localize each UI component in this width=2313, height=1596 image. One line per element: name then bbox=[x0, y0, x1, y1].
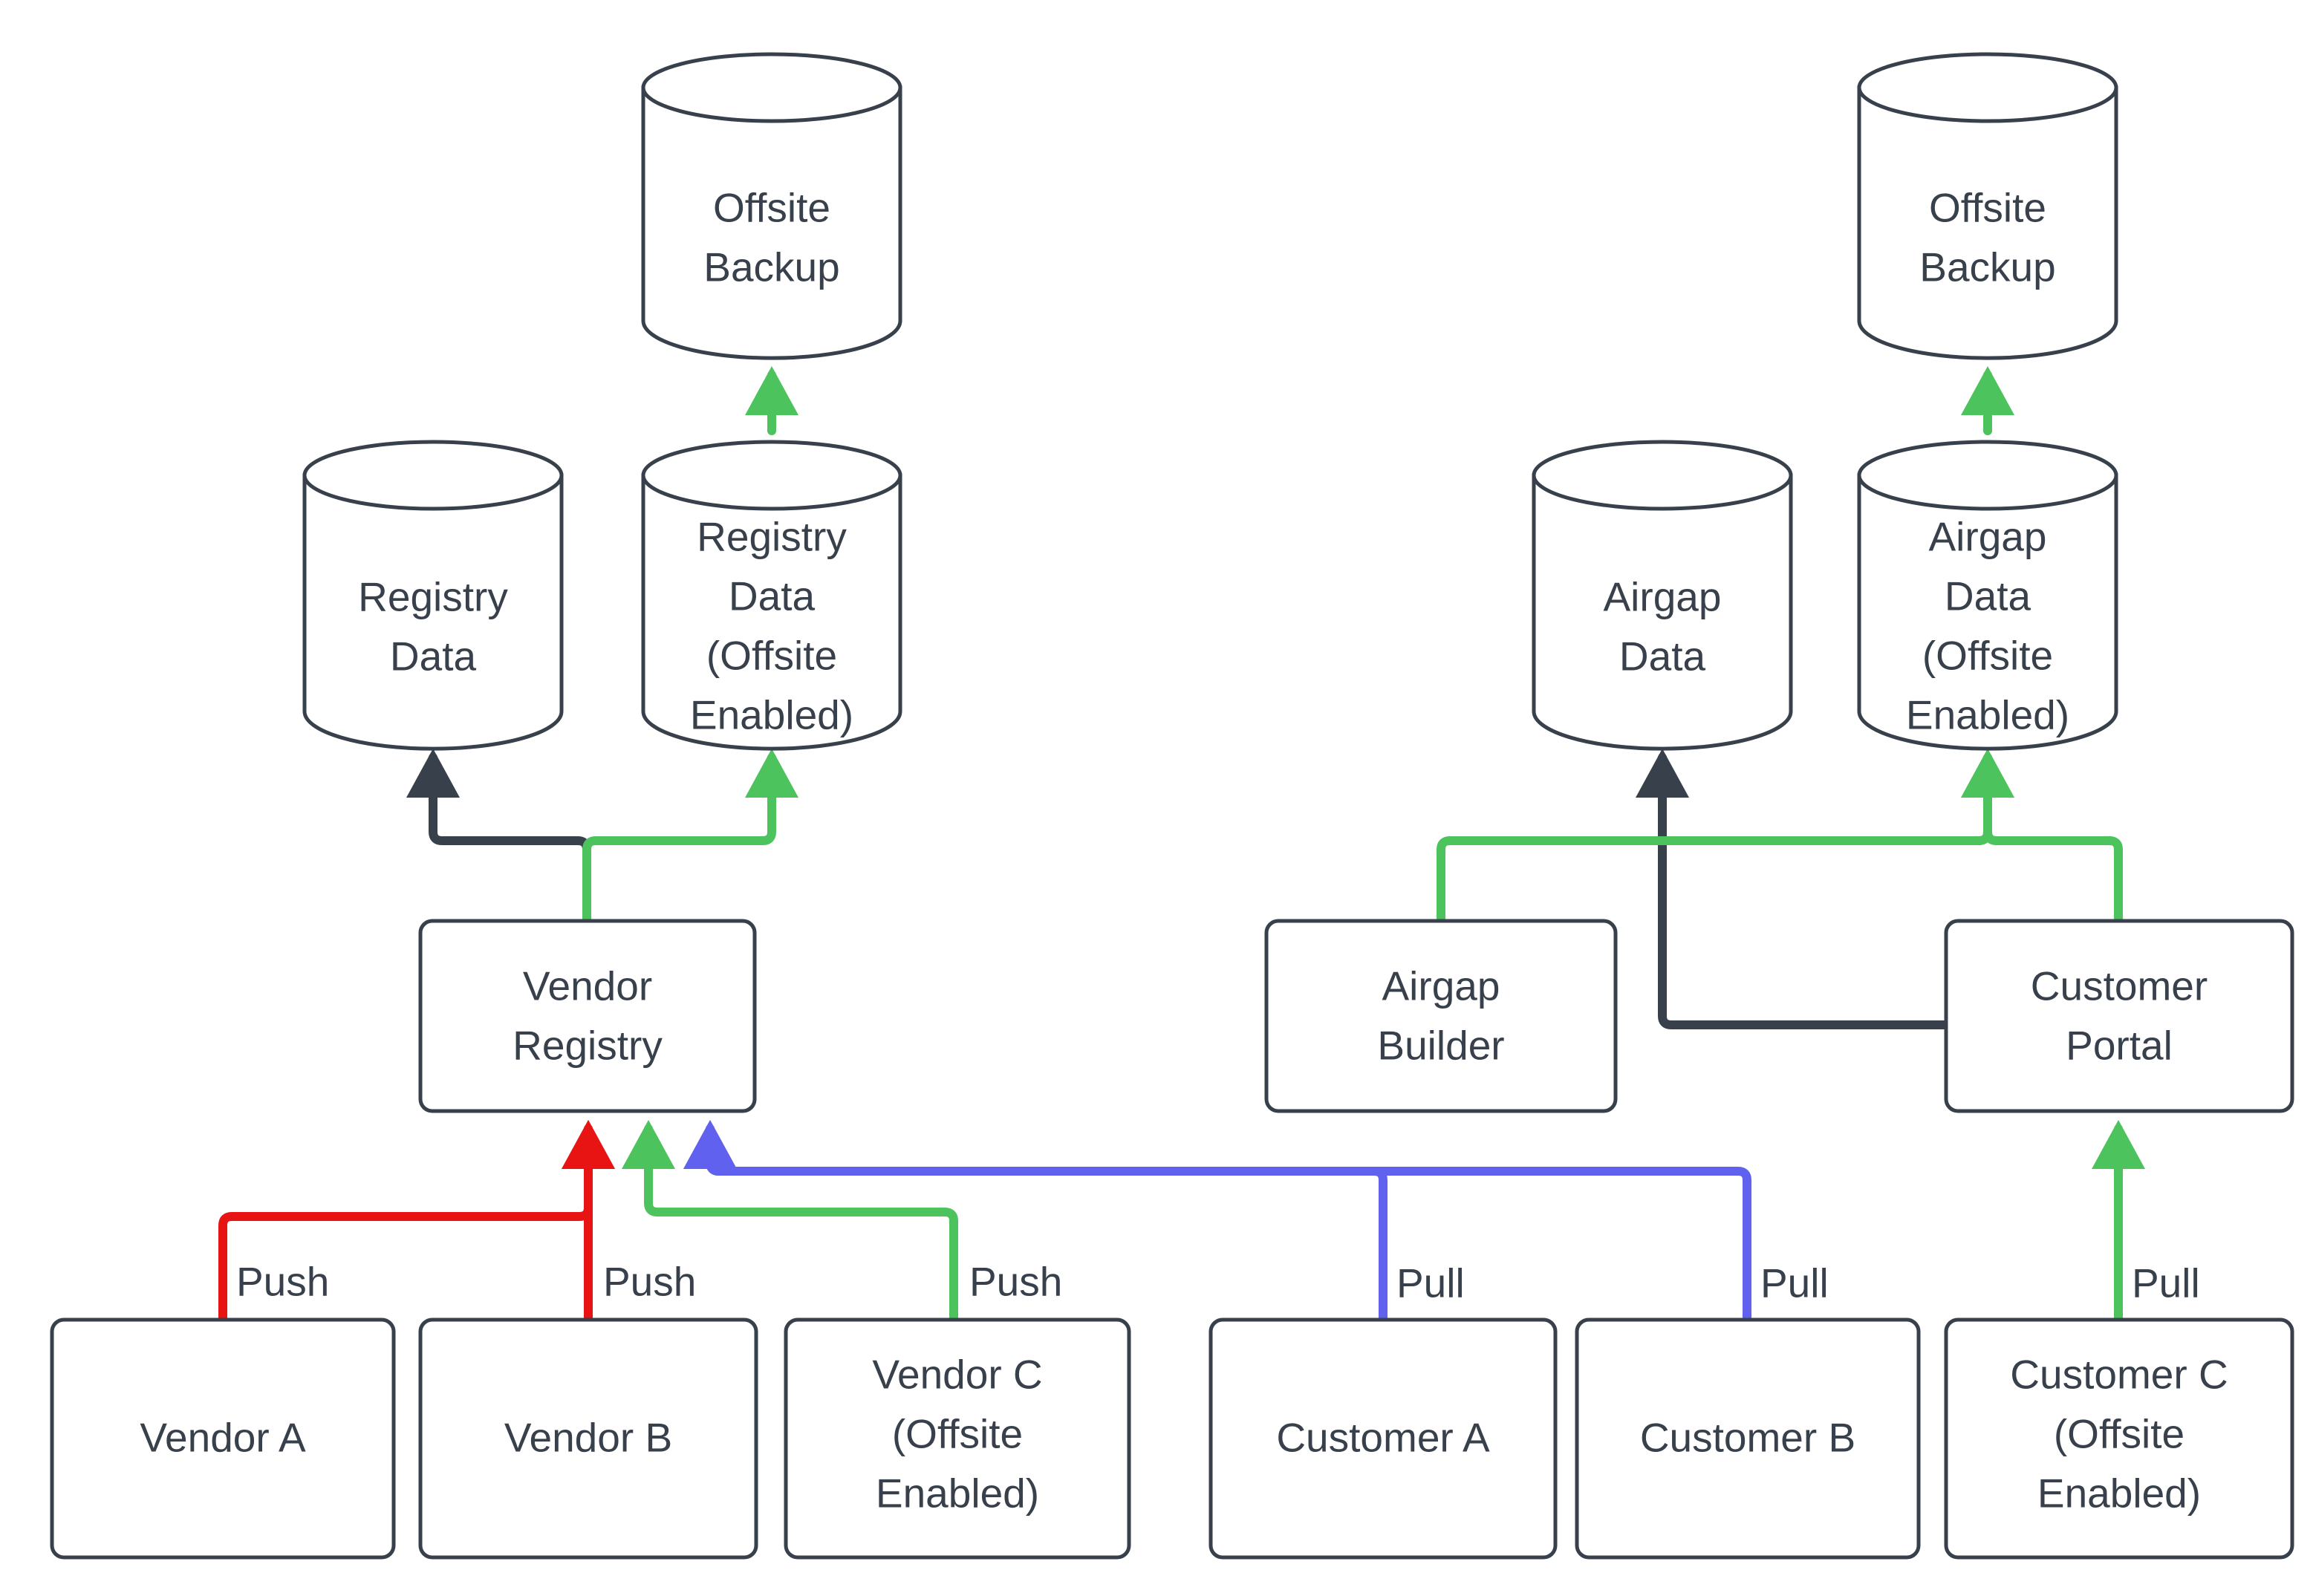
customer-c-label-3: Enabled) bbox=[2037, 1470, 2201, 1517]
customer-c-label-1: Customer C bbox=[2010, 1352, 2228, 1398]
vendor-a-label: Vendor A bbox=[140, 1415, 306, 1461]
node-offsite-backup-right[interactable]: Offsite Backup bbox=[1857, 52, 2118, 360]
vendor-c-label-3: Enabled) bbox=[876, 1470, 1039, 1517]
node-vendor-b[interactable]: Vendor B bbox=[418, 1317, 758, 1560]
edge-label-push-vendor-b: Push bbox=[603, 1259, 696, 1305]
node-airgap-data[interactable]: Airgap Data bbox=[1532, 440, 1793, 751]
edge-customer-b-pull bbox=[683, 1120, 1751, 1323]
offsite-backup-left-label-1: Offsite bbox=[713, 185, 830, 231]
edge-label-pull-customer-a: Pull bbox=[1396, 1260, 1465, 1306]
edge-vendor-registry-to-registry-data-offsite bbox=[582, 749, 798, 924]
registry-data-offsite-label-4: Enabled) bbox=[690, 692, 853, 738]
node-offsite-backup-left[interactable]: Offsite Backup bbox=[641, 52, 902, 360]
registry-data-offsite-label-3: (Offsite bbox=[706, 633, 837, 679]
registry-data-offsite-label-1: Registry bbox=[697, 514, 847, 560]
registry-data-offsite-label-2: Data bbox=[729, 573, 816, 619]
vendor-registry-label-1: Vendor bbox=[523, 963, 652, 1009]
node-customer-c[interactable]: Customer C (Offsite Enabled) bbox=[1944, 1317, 2294, 1560]
airgap-data-label-1: Airgap bbox=[1604, 574, 1722, 620]
airgap-data-offsite-label-3: (Offsite bbox=[1922, 633, 2053, 679]
node-customer-portal[interactable]: Customer Portal bbox=[1944, 919, 2294, 1113]
edge-vendor-registry-to-registry-data bbox=[406, 749, 591, 924]
customer-b-label: Customer B bbox=[1640, 1415, 1855, 1461]
airgap-data-offsite-label-4: Enabled) bbox=[1906, 692, 2069, 738]
customer-a-label: Customer A bbox=[1276, 1415, 1490, 1461]
edge-label-push-vendor-a: Push bbox=[236, 1259, 329, 1305]
customer-c-label-2: (Offsite bbox=[2054, 1411, 2184, 1457]
node-customer-b[interactable]: Customer B bbox=[1575, 1317, 1921, 1560]
customer-portal-label-2: Portal bbox=[2066, 1023, 2173, 1069]
customer-portal-label-1: Customer bbox=[2031, 963, 2208, 1009]
vendor-b-label: Vendor B bbox=[504, 1415, 672, 1461]
vendor-registry-label-2: Registry bbox=[513, 1023, 663, 1069]
edge-customer-portal-to-airgap-data-offsite bbox=[1961, 749, 2123, 924]
node-vendor-c[interactable]: Vendor C (Offsite Enabled) bbox=[784, 1317, 1131, 1560]
node-registry-data-offsite[interactable]: Registry Data (Offsite Enabled) bbox=[641, 440, 902, 751]
node-airgap-data-offsite[interactable]: Airgap Data (Offsite Enabled) bbox=[1857, 440, 2118, 751]
airgap-data-offsite-label-1: Airgap bbox=[1929, 514, 2047, 560]
edge-vendor-c-push bbox=[622, 1120, 958, 1323]
offsite-backup-right-label-1: Offsite bbox=[1929, 185, 2046, 231]
airgap-builder-label-2: Builder bbox=[1377, 1023, 1504, 1069]
airgap-builder-label-1: Airgap bbox=[1382, 963, 1500, 1009]
vendor-c-label-2: (Offsite bbox=[892, 1411, 1023, 1457]
node-airgap-builder[interactable]: Airgap Builder bbox=[1264, 919, 1618, 1113]
edge-customer-portal-to-airgap-data bbox=[1636, 749, 1951, 1029]
node-vendor-a[interactable]: Vendor A bbox=[50, 1317, 396, 1560]
registry-data-label-1: Registry bbox=[358, 574, 508, 620]
airgap-data-offsite-label-2: Data bbox=[1945, 573, 2031, 619]
node-vendor-registry[interactable]: Vendor Registry bbox=[418, 919, 757, 1113]
edge-label-pull-customer-c: Pull bbox=[2132, 1260, 2200, 1306]
vendor-c-label-1: Vendor C bbox=[872, 1352, 1042, 1398]
offsite-backup-left-label-2: Backup bbox=[703, 244, 839, 290]
node-customer-a[interactable]: Customer A bbox=[1208, 1317, 1558, 1560]
edge-label-pull-customer-b: Pull bbox=[1760, 1260, 1829, 1306]
offsite-backup-right-label-2: Backup bbox=[1919, 244, 2055, 290]
edge-label-push-vendor-c: Push bbox=[969, 1259, 1062, 1305]
airgap-data-label-2: Data bbox=[1619, 633, 1706, 680]
edge-airgap-builder-to-airgap-data-offsite bbox=[1437, 749, 2014, 924]
node-registry-data[interactable]: Registry Data bbox=[302, 440, 564, 751]
registry-data-label-2: Data bbox=[390, 633, 477, 680]
